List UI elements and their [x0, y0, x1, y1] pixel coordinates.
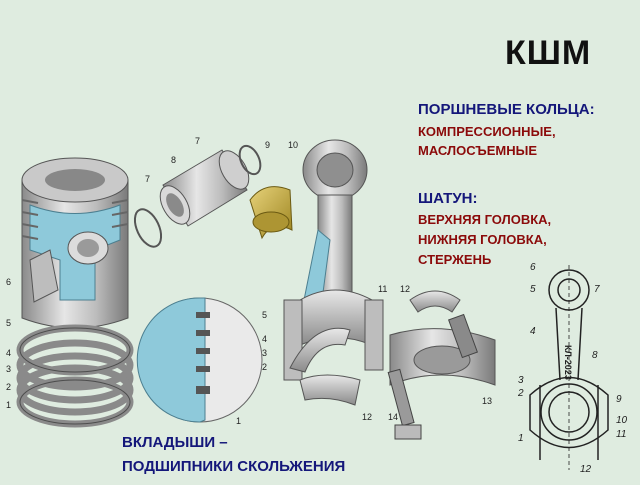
callout-number: 3 [518, 375, 524, 386]
bearing-shells [289, 290, 461, 406]
slide-title: КШМ [505, 34, 592, 72]
rod-heading: ШАТУН: [418, 190, 478, 207]
bearings-line-2: ПОДШИПНИКИ СКОЛЬЖЕНИЯ [122, 458, 346, 475]
callout-number: 6 [530, 262, 536, 273]
callout-number: 4 [262, 334, 267, 344]
callout-number: 5 [6, 318, 11, 328]
bronze-bushing [249, 186, 293, 240]
groove-callouts: 5 4 3 2 1 [236, 310, 267, 426]
callout-number: 13 [482, 396, 492, 406]
callout-number: 10 [288, 140, 298, 150]
piston-rings [16, 324, 134, 428]
piston-callouts: 7 8 7 9 10 6 [6, 136, 298, 287]
callout-number: 2 [517, 388, 524, 399]
rings-line-1: КОМПРЕССИОННЫЕ, [418, 124, 556, 139]
callout-number: 6 [6, 277, 11, 287]
drawing-callouts: 6 7 5 4 8 3 2 9 10 11 1 12 [517, 262, 628, 475]
callout-number: 12 [400, 284, 410, 294]
callout-number: 8 [171, 155, 176, 165]
callout-number: 11 [378, 284, 387, 294]
callout-number: 4 [6, 348, 11, 358]
rod-cap [387, 313, 496, 440]
callout-number: 9 [616, 394, 622, 405]
bearings-line-1: ВКЛАДЫШИ – [122, 434, 228, 451]
rings-heading: ПОРШНЕВЫЕ КОЛЬЦА: [418, 101, 595, 118]
connecting-rod [283, 139, 384, 381]
rod-line-1: ВЕРХНЯЯ ГОЛОВКА, [418, 212, 552, 227]
retaining-ring [133, 144, 262, 248]
bolt-callouts: 11 12 12 14 13 [362, 284, 492, 422]
callout-number: 1 [6, 400, 11, 410]
callout-number: 1 [236, 416, 241, 426]
rod-stamp: КЛ-2023 [563, 345, 573, 380]
callout-number: 1 [518, 433, 524, 444]
callout-number: 5 [262, 310, 267, 320]
callout-number: 8 [592, 350, 598, 361]
callout-number: 4 [530, 326, 536, 337]
groove-detail [136, 297, 263, 423]
callout-number: 2 [6, 382, 11, 392]
callout-number: 14 [388, 412, 398, 422]
callout-number: 5 [530, 284, 536, 295]
rod-drawing [529, 265, 609, 470]
rod-line-2: НИЖНЯЯ ГОЛОВКА, [418, 232, 547, 247]
rod-line-3: СТЕРЖЕНЬ [418, 252, 492, 267]
callout-number: 12 [362, 412, 372, 422]
callout-number: 9 [265, 140, 270, 150]
callout-number: 7 [195, 136, 200, 146]
ring-callouts: 5 4 3 2 1 [6, 318, 11, 410]
callout-number: 2 [262, 362, 267, 372]
callout-number: 3 [6, 364, 11, 374]
callout-number: 3 [262, 348, 267, 358]
piston-pin [159, 149, 250, 227]
callout-number: 12 [580, 464, 592, 475]
callout-number: 11 [616, 429, 626, 440]
callout-number: 7 [594, 284, 600, 295]
callout-number: 7 [145, 174, 150, 184]
piston [21, 157, 129, 329]
rings-line-2: МАСЛОСЪЕМНЫЕ [418, 143, 537, 158]
callout-number: 10 [616, 415, 628, 426]
